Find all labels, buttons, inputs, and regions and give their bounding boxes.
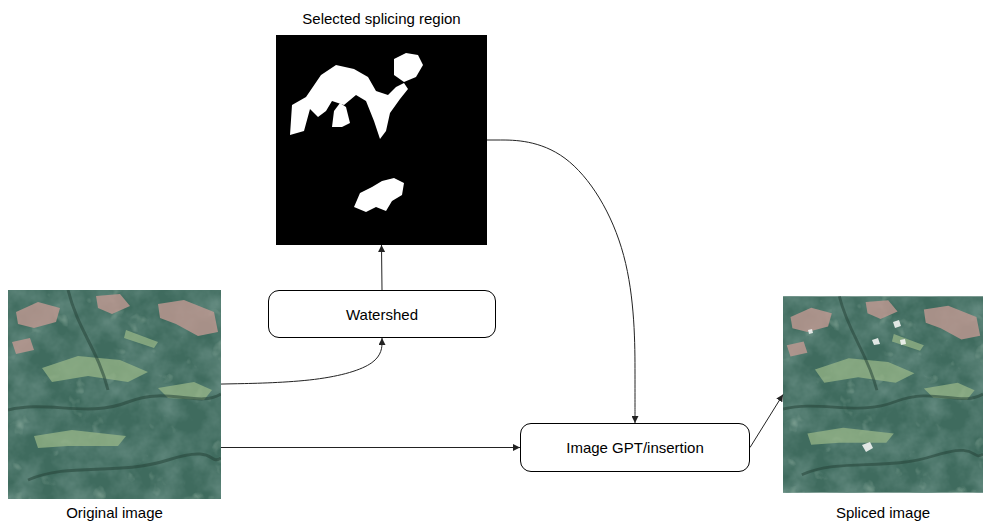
flow-arrow xyxy=(221,338,382,384)
process-box: Image GPT/insertion xyxy=(520,423,750,472)
process-label: Watershed xyxy=(346,306,418,323)
process-box: Watershed xyxy=(268,290,496,338)
input-image: Original image xyxy=(8,290,221,499)
original-satellite-image xyxy=(8,290,221,499)
output-image: Spliced image xyxy=(783,290,983,499)
process-label: Image GPT/insertion xyxy=(566,439,704,456)
image-caption: Original image xyxy=(66,504,163,521)
flow-arrow xyxy=(381,245,383,290)
flow-arrow xyxy=(221,447,520,448)
mask-image: Selected splicing region xyxy=(276,35,487,245)
image-caption: Selected splicing region xyxy=(302,10,460,27)
flow-arrow xyxy=(487,140,635,423)
spliced-satellite-image xyxy=(783,296,983,492)
splicing-mask xyxy=(276,35,487,245)
flow-arrow xyxy=(750,395,783,448)
image-caption: Spliced image xyxy=(836,504,930,521)
